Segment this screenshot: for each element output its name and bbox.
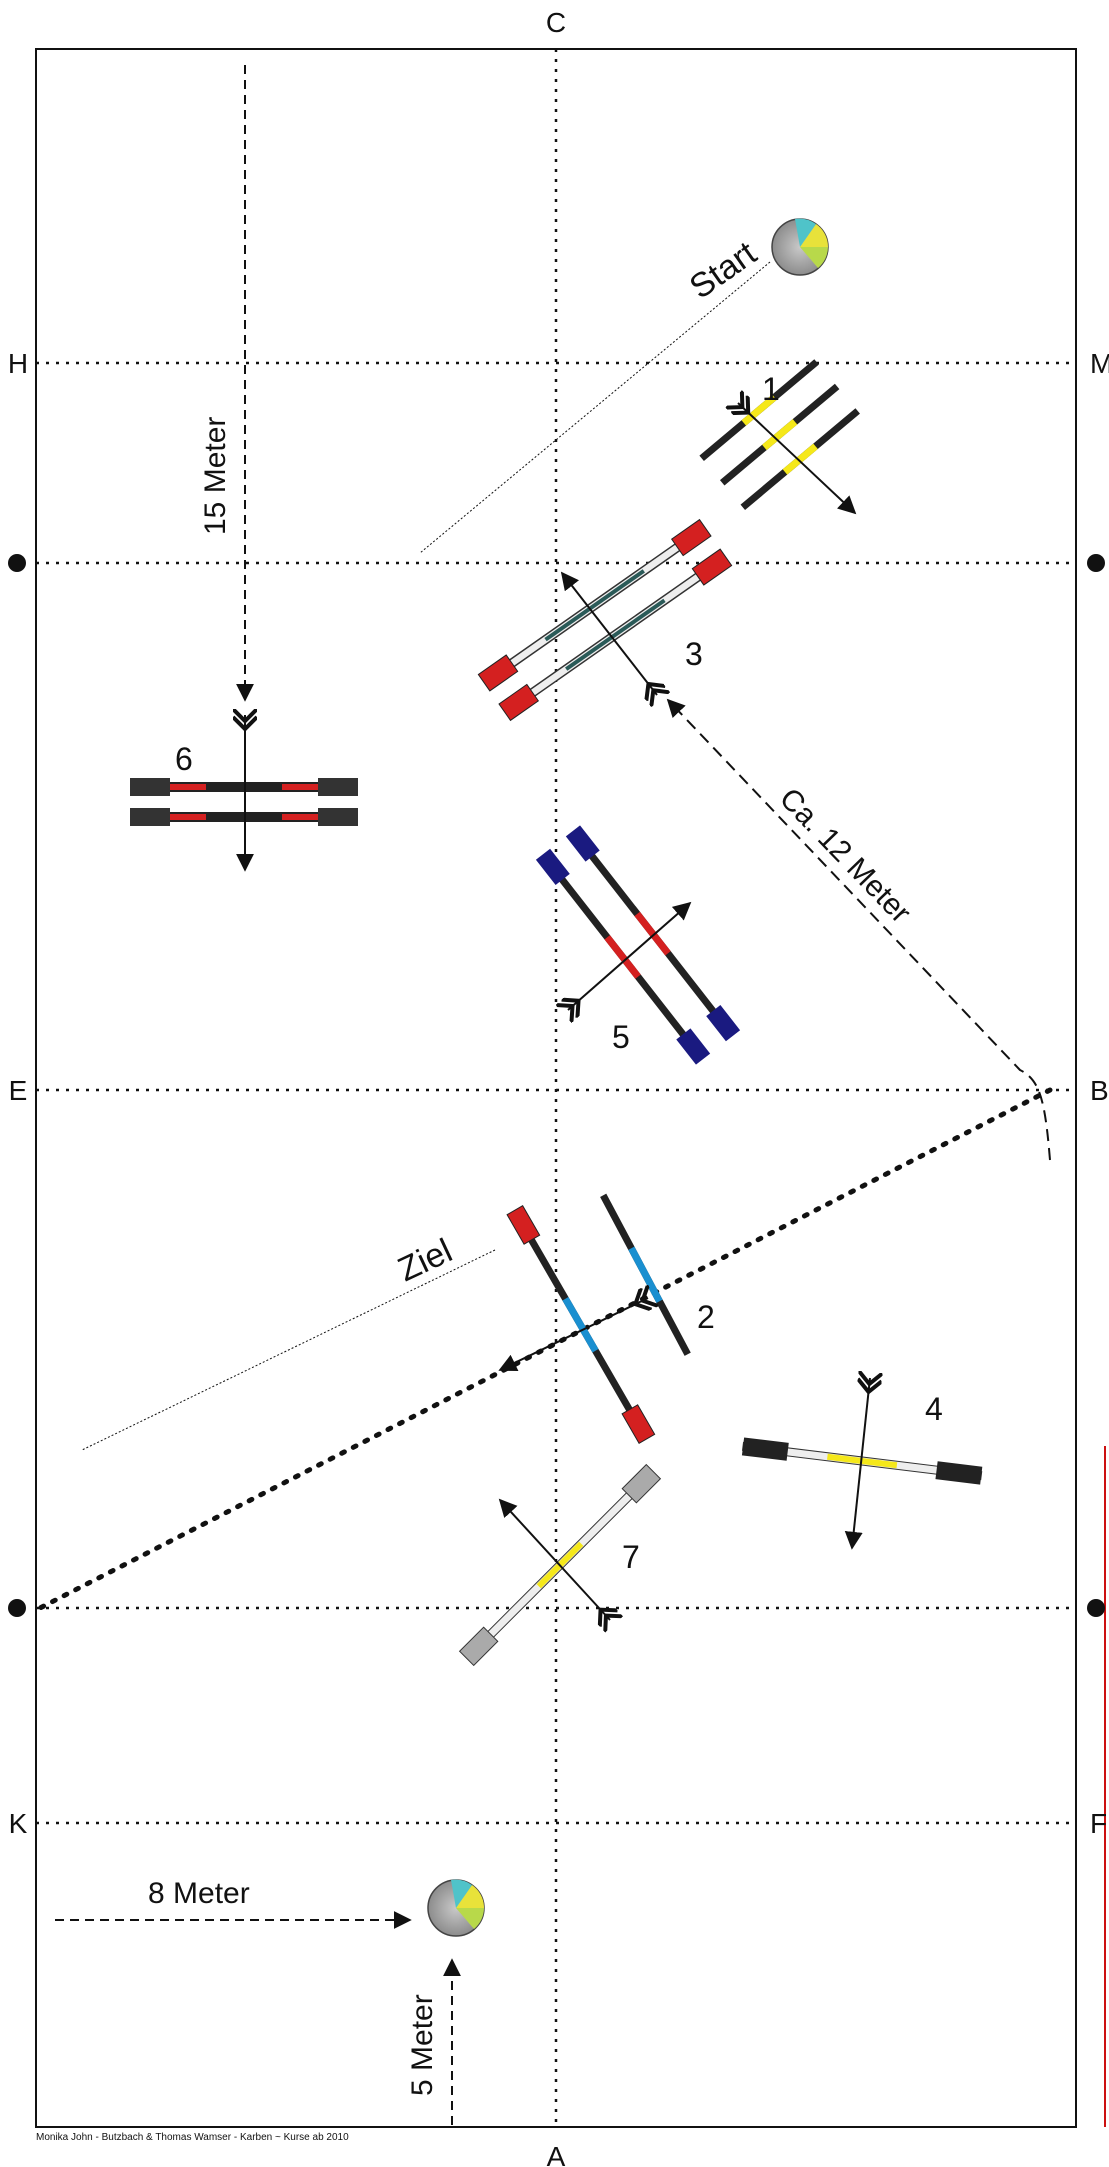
start-leader-line (419, 261, 771, 554)
obstacle-6: 6 (130, 715, 358, 870)
label-12m: Ca. 12 Meter (773, 782, 917, 930)
marker-dot-left-upper (8, 554, 26, 572)
ziel-leader-line (81, 1249, 496, 1451)
grid-lines (36, 49, 1076, 2127)
label-15m: 15 Meter (199, 417, 232, 535)
obstacle-7-number: 7 (622, 1539, 640, 1575)
obstacle-1-number: 1 (762, 371, 780, 407)
label-5m: 5 Meter (406, 1994, 439, 2096)
obstacle-4-number: 4 (925, 1391, 943, 1427)
marker-dot-left-lower (8, 1599, 26, 1617)
obstacle-6-number: 6 (175, 741, 193, 777)
letter-k: K (9, 1808, 28, 1839)
arrow-12m (666, 698, 1051, 1161)
finish-cone (427, 1879, 485, 1937)
letter-b: B (1090, 1075, 1109, 1106)
obstacle-1: 1 (699, 359, 860, 513)
letter-f: F (1090, 1808, 1107, 1839)
marker-dot-right-lower (1087, 1599, 1105, 1617)
obstacle-5-number: 5 (612, 1019, 630, 1055)
start-cone (771, 218, 829, 276)
obstacle-7: 7 (458, 1463, 662, 1667)
label-start: Start (683, 234, 764, 307)
letter-c: C (546, 7, 566, 38)
letter-a: A (547, 2141, 566, 2167)
obstacle-3: 3 (477, 518, 733, 722)
letter-h: H (8, 348, 28, 379)
obstacle-5: 5 (535, 825, 741, 1065)
footer-credit: Monika John - Butzbach & Thomas Wamser -… (36, 2132, 349, 2143)
obstacle-4: 4 (741, 1378, 983, 1548)
letter-m: M (1090, 348, 1109, 379)
label-8m: 8 Meter (148, 1877, 250, 1910)
obstacle-2-number: 2 (697, 1299, 715, 1335)
obstacle-2: 2 (500, 1193, 715, 1444)
label-ziel: Ziel (392, 1232, 458, 1290)
marker-dot-right-upper (1087, 554, 1105, 572)
obstacle-3-number: 3 (685, 636, 703, 672)
letter-e: E (9, 1075, 28, 1106)
